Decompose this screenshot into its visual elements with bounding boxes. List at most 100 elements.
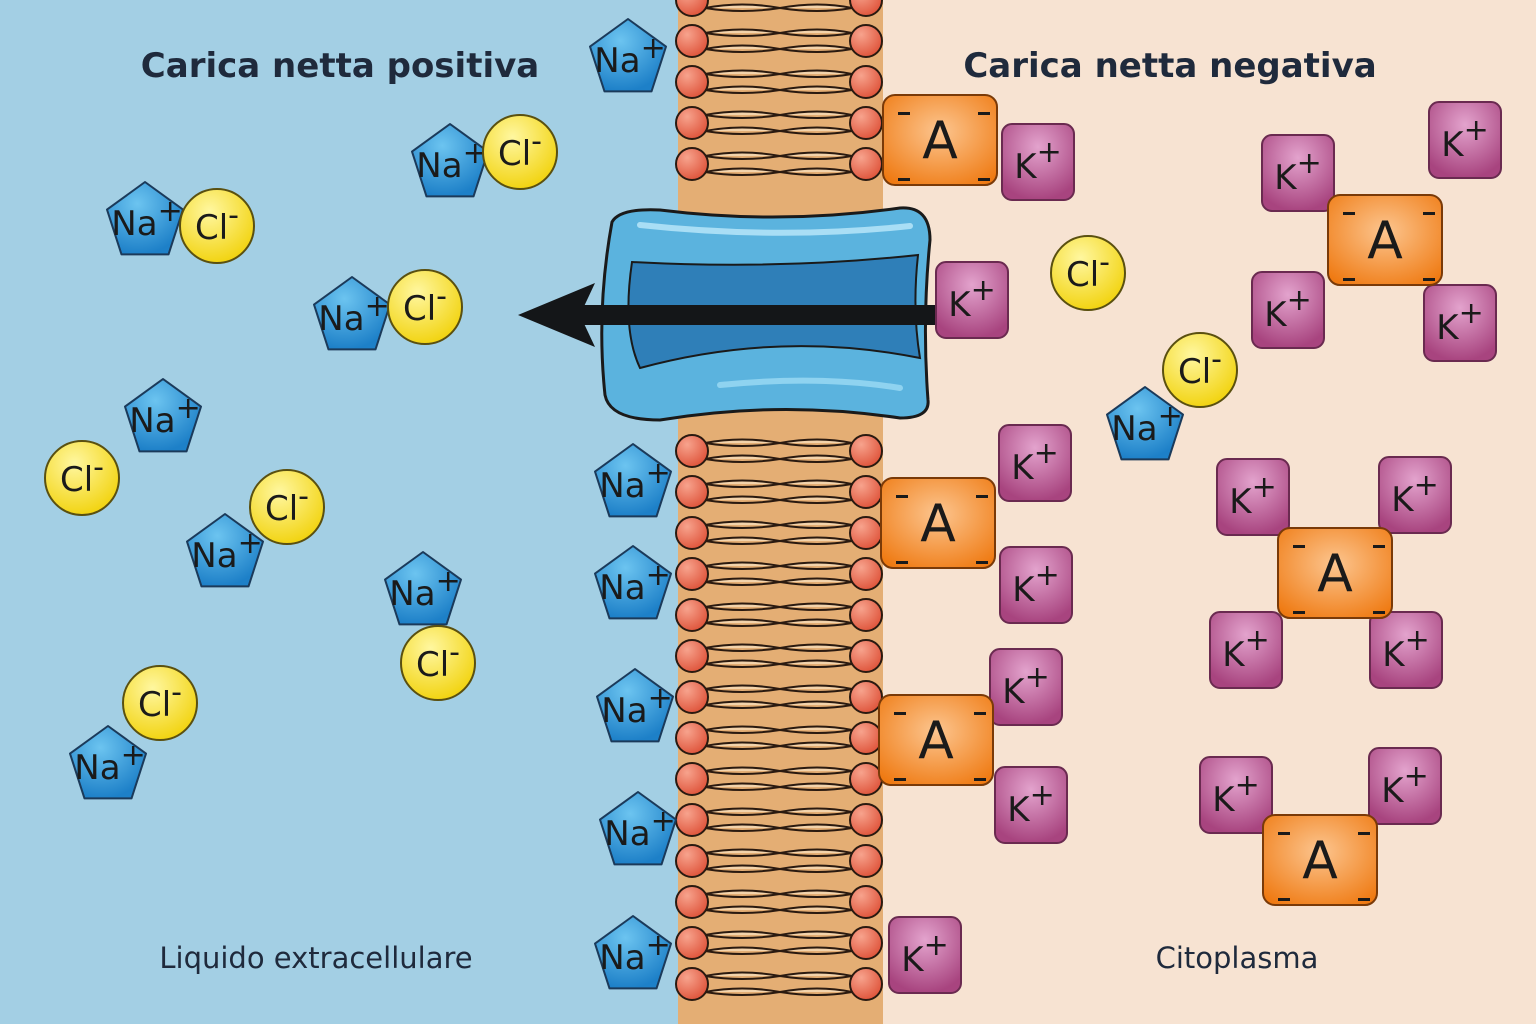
phospholipid-row: [675, 65, 883, 99]
anion-protein: A: [1262, 814, 1378, 906]
ion-charge: +: [1035, 558, 1060, 593]
svg-text:Na+: Na+: [191, 526, 262, 576]
negative-charge-mark: [1358, 898, 1370, 901]
negative-charge-mark: [1278, 898, 1290, 901]
negative-charge-mark: [974, 712, 986, 715]
chloride-ion: Cl-: [1162, 332, 1238, 408]
ion-symbol: K: [901, 940, 925, 980]
svg-text:A: A: [922, 111, 958, 171]
ion-charge: +: [158, 194, 183, 229]
negative-charge-mark: [1343, 212, 1355, 215]
phospholipid-head: [849, 598, 883, 632]
ion-symbol: Cl: [265, 489, 298, 529]
svg-text:Na+: Na+: [318, 289, 389, 339]
svg-text:Na+: Na+: [594, 31, 665, 81]
ion-symbol: K: [1382, 635, 1406, 675]
sodium-ion: Na+: [106, 181, 184, 256]
ion-charge: +: [1158, 399, 1183, 434]
phospholipid-row: [675, 762, 883, 796]
ion-charge: +: [1287, 283, 1312, 318]
ion-charge: +: [1297, 146, 1322, 181]
svg-text:K+: K+: [1002, 660, 1049, 712]
ion-symbol: Na: [599, 938, 645, 978]
phospholipid-head: [849, 516, 883, 550]
ion-symbol: Cl: [1178, 352, 1211, 392]
phospholipid-head: [675, 967, 709, 1001]
svg-text:Cl-: Cl-: [138, 675, 182, 725]
phospholipid-head: [849, 147, 883, 181]
anion-protein: A: [880, 477, 996, 569]
ion-symbol: Na: [1111, 409, 1157, 449]
ion-symbol: K: [1012, 570, 1036, 610]
svg-text:K+: K+: [948, 273, 995, 325]
ion-symbol: Cl: [1066, 255, 1099, 295]
ion-charge: +: [646, 456, 671, 491]
phospholipid-head: [849, 844, 883, 878]
phospholipid-head: [849, 24, 883, 58]
svg-text:Na+: Na+: [111, 194, 182, 244]
svg-text:K+: K+: [1011, 436, 1058, 488]
phospholipid-row: [675, 24, 883, 58]
phospholipid-head: [675, 721, 709, 755]
potassium-ion: K+: [935, 261, 1009, 339]
ion-symbol: Cl: [403, 289, 436, 329]
ion-symbol: Na: [601, 691, 647, 731]
ion-charge: +: [1464, 113, 1489, 148]
negative-charge-mark: [974, 778, 986, 781]
chloride-ion: Cl-: [400, 625, 476, 701]
svg-text:Na+: Na+: [389, 564, 460, 614]
phospholipid-head: [849, 106, 883, 140]
svg-text:Na+: Na+: [129, 391, 200, 441]
ion-charge: +: [641, 31, 666, 66]
negative-charge-mark: [1358, 832, 1370, 835]
svg-text:K+: K+: [1391, 468, 1438, 520]
sodium-ion: Na+: [594, 443, 672, 518]
chloride-ion: Cl-: [122, 665, 198, 741]
ion-symbol: Na: [191, 536, 237, 576]
negative-charge-mark: [896, 561, 908, 564]
negative-charge-mark: [1373, 545, 1385, 548]
sodium-ion: Na+: [411, 123, 489, 198]
phospholipid-row: [675, 885, 883, 919]
phospholipid-row: [675, 844, 883, 878]
svg-text:K+: K+: [1014, 135, 1061, 187]
ion-charge: -: [93, 450, 104, 485]
phospholipid-head: [675, 885, 709, 919]
negative-charge-mark: [978, 178, 990, 181]
ion-symbol: Cl: [498, 134, 531, 174]
ion-charge: +: [646, 928, 671, 963]
negative-charge-mark: [1293, 545, 1305, 548]
svg-text:Cl-: Cl-: [195, 198, 239, 248]
ion-symbol: Na: [74, 748, 120, 788]
ion-symbol: K: [1011, 448, 1035, 488]
ion-symbol: Na: [416, 146, 462, 186]
ion-charge: +: [1245, 623, 1270, 658]
sodium-ion: Na+: [124, 378, 202, 453]
phospholipid-row: [675, 557, 883, 591]
svg-text:Na+: Na+: [74, 738, 145, 788]
negative-charge-mark: [976, 561, 988, 564]
negative-charge-mark: [1423, 212, 1435, 215]
svg-text:K+: K+: [1012, 558, 1059, 610]
svg-text:Na+: Na+: [601, 681, 672, 731]
ion-symbol: K: [1014, 147, 1038, 187]
svg-text:Cl-: Cl-: [498, 124, 542, 174]
svg-text:Na+: Na+: [599, 456, 670, 506]
sodium-ion: Na+: [186, 513, 264, 588]
phospholipid-row: [675, 0, 883, 17]
ion-charge: +: [1030, 778, 1055, 813]
ion-charge: +: [1459, 296, 1484, 331]
phospholipid-head: [675, 65, 709, 99]
phospholipid-head: [675, 680, 709, 714]
negative-charge-mark: [898, 178, 910, 181]
phospholipid-head: [849, 926, 883, 960]
phospholipid-head: [849, 721, 883, 755]
svg-text:K+: K+: [1222, 623, 1269, 675]
ion-symbol: K: [1381, 771, 1405, 811]
ions: Na+Na+Na+Na+Na+Na+Na+Na+Na+Na+Na+Na+Na+N…: [44, 18, 1502, 994]
ion-charge: +: [924, 928, 949, 963]
potassium-ion: K+: [998, 424, 1072, 502]
sodium-ion: Na+: [1106, 386, 1184, 461]
negative-charge-mark: [894, 778, 906, 781]
potassium-ion: K+: [1369, 611, 1443, 689]
